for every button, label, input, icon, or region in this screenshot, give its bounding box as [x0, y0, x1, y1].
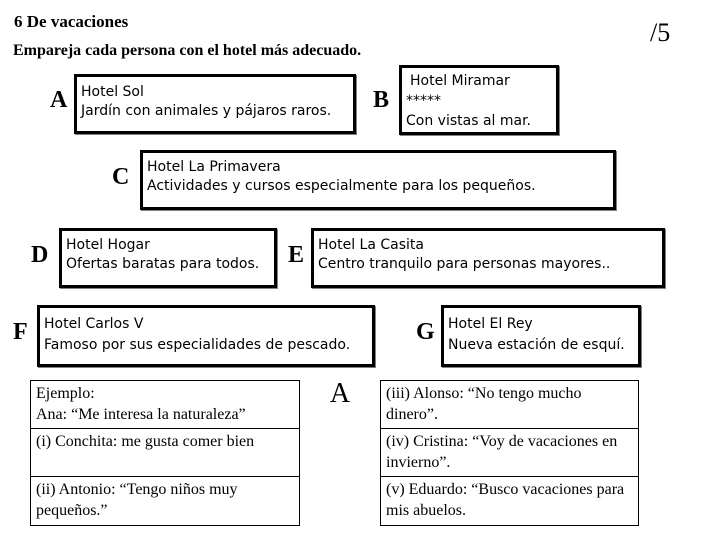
statement-cell: (v) Eduardo: “Busco vacaciones para mis … — [380, 476, 639, 526]
matching-table: Ejemplo: Ana: “Me interesa la naturaleza… — [30, 379, 639, 526]
answer-blank[interactable] — [299, 476, 381, 526]
hotel-name: Hotel Miramar — [410, 73, 510, 89]
hotel-letter-f: F — [13, 319, 28, 345]
hotel-description: Ofertas baratas para todos. — [66, 256, 260, 272]
statement-cell: (ii) Antonio: “Tengo niños muy pequeños.… — [30, 476, 300, 526]
statement-cell: (iii) Alonso: “No tengo mucho dinero”. — [380, 380, 639, 429]
hotel-letter-d: D — [31, 242, 49, 268]
hotel-name: Hotel Hogar — [66, 237, 150, 253]
hotel-card-g: Hotel El Rey Nueva estación de esquí. — [441, 305, 641, 367]
hotel-rating: ***** — [406, 93, 441, 109]
hotel-description: Famoso por sus especialidades de pescado… — [44, 337, 351, 353]
hotel-name: Hotel Sol — [81, 84, 144, 100]
hotel-letter-g: G — [416, 319, 435, 345]
hotel-description: Actividades y cursos especialmente para … — [147, 178, 536, 194]
example-statement: Ana: “Me interesa la naturaleza” — [36, 406, 246, 423]
hotel-letter-c: C — [112, 164, 130, 190]
hotel-name: Hotel La Primavera — [147, 159, 281, 175]
answer-blank[interactable] — [299, 428, 381, 477]
hotel-letter-b: B — [373, 87, 390, 113]
hotel-card-f: Hotel Carlos V Famoso por sus especialid… — [37, 305, 375, 367]
hotel-card-a: Hotel Sol Jardín con animales y pájaros … — [74, 74, 356, 134]
table-row: Ejemplo: Ana: “Me interesa la naturaleza… — [30, 379, 639, 429]
example-label: Ejemplo: — [36, 385, 95, 402]
hotel-card-b: Hotel Miramar ***** Con vistas al mar. — [399, 65, 559, 135]
statement-cell: (i) Conchita: me gusta comer bien — [30, 428, 300, 477]
hotel-description: Centro tranquilo para personas mayores.. — [318, 256, 611, 272]
hotel-card-c: Hotel La Primavera Actividades y cursos … — [140, 150, 616, 210]
table-row: (i) Conchita: me gusta comer bien (iv) C… — [30, 428, 639, 477]
hotel-letter-a: A — [50, 87, 68, 113]
hotel-card-e: Hotel La Casita Centro tranquilo para pe… — [311, 228, 665, 288]
hotel-card-d: Hotel Hogar Ofertas baratas para todos. — [59, 228, 277, 288]
hotel-letter-e: E — [288, 242, 305, 268]
example-cell: Ejemplo: Ana: “Me interesa la naturaleza… — [30, 380, 300, 429]
statement-cell: (iv) Cristina: “Voy de vacaciones en inv… — [380, 428, 639, 477]
hotel-name: Hotel El Rey — [448, 316, 533, 332]
example-answer: A — [299, 379, 381, 429]
hotel-description: Nueva estación de esquí. — [448, 337, 625, 353]
hotel-name: Hotel La Casita — [318, 237, 424, 253]
score-label: /5 — [650, 18, 671, 47]
hotel-description: Jardín con animales y pájaros raros. — [81, 103, 332, 119]
hotel-description: Con vistas al mar. — [406, 113, 532, 129]
instruction-text: Empareja cada persona con el hotel más a… — [13, 42, 362, 59]
table-row: (ii) Antonio: “Tengo niños muy pequeños.… — [30, 476, 639, 526]
hotel-name: Hotel Carlos V — [44, 316, 144, 332]
exercise-title: 6 De vacaciones — [14, 12, 129, 31]
